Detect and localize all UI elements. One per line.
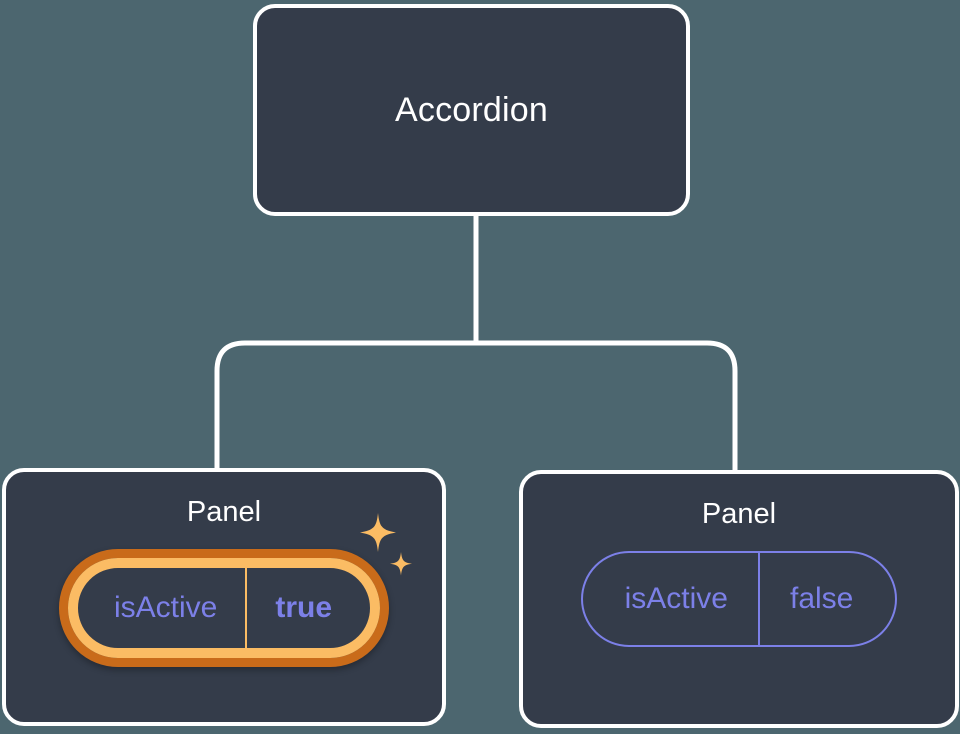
- prop-pill-wrapper-right: isActive false: [523, 551, 955, 647]
- node-title: Panel: [701, 498, 777, 530]
- prop-pill-wrapper-left: isActive true: [6, 513, 442, 667]
- node-accordion[interactable]: Accordion: [253, 4, 690, 216]
- node-title: Panel: [186, 496, 262, 528]
- prop-key: isActive: [624, 582, 728, 615]
- prop-pill-highlighted[interactable]: isActive true: [58, 549, 390, 667]
- node-panel-left[interactable]: Panel isActive true: [2, 468, 446, 726]
- prop-value: true: [245, 568, 370, 648]
- prop-key: isActive: [113, 591, 218, 624]
- prop-value: false: [757, 553, 895, 645]
- node-title: Accordion: [395, 90, 548, 129]
- prop-pill-inner: isActive true: [67, 558, 381, 658]
- prop-pill[interactable]: isActive false: [580, 551, 898, 647]
- node-panel-right[interactable]: Panel isActive false: [519, 470, 959, 728]
